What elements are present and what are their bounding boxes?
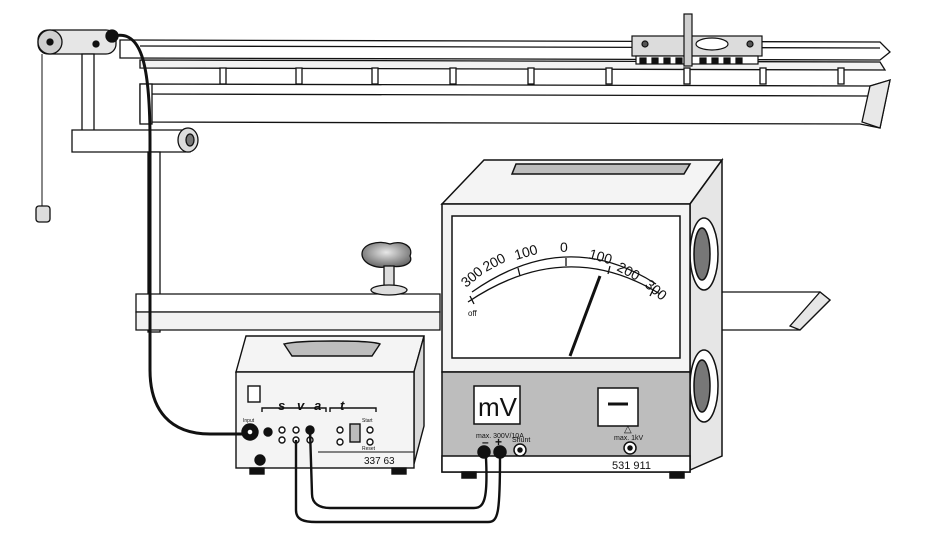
a-label: a	[314, 398, 321, 413]
timer-counter-device	[235, 335, 425, 475]
shunt-label: Shunt	[512, 437, 530, 444]
input-label: Input	[243, 418, 255, 424]
meter-model-number: 531 911	[612, 460, 651, 472]
sensor-cable	[113, 33, 246, 436]
scale-label-3: 0	[560, 239, 568, 255]
meter-needle	[568, 275, 602, 357]
clamp-knob	[361, 241, 412, 296]
minus-label: –	[482, 435, 489, 449]
warning-symbol: △	[624, 424, 632, 435]
upper-track	[119, 39, 891, 129]
scale-label-4: 100	[587, 246, 614, 268]
glider	[631, 13, 763, 67]
scale-label-2: 100	[512, 241, 539, 263]
start-label: Start	[362, 418, 373, 424]
meter-off-label: off	[468, 309, 478, 318]
track-pegs	[219, 67, 845, 85]
t-label: t	[340, 398, 345, 413]
reset-label: Reset	[362, 446, 376, 452]
v-label: v	[297, 398, 305, 413]
meter-device	[440, 157, 724, 479]
s-label: s	[278, 398, 285, 413]
meter-scale	[467, 256, 661, 305]
lower-track	[135, 241, 831, 331]
plus-label: +	[495, 435, 502, 449]
meter-cables	[294, 429, 502, 524]
spec-label: max. 300V/10A	[476, 433, 524, 440]
pulley-sensor	[35, 29, 119, 223]
max-kv-label: max. 1kV	[614, 435, 644, 442]
unit-display: mV	[478, 392, 518, 422]
counter-model-number: 337 63	[364, 456, 395, 467]
